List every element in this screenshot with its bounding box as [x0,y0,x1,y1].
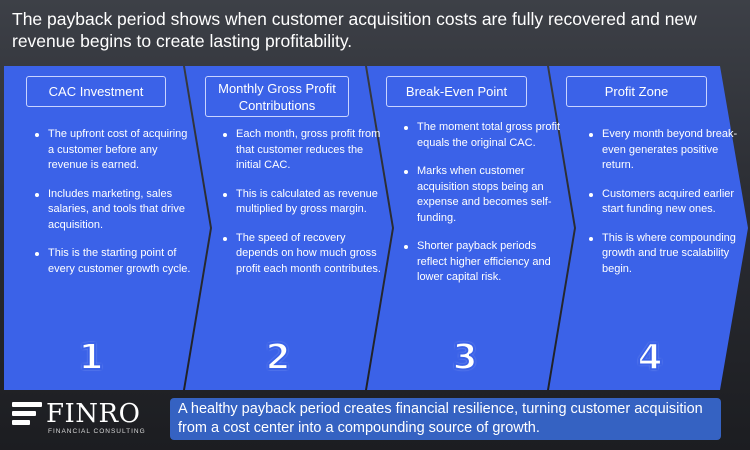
stage-1-bullet: Includes marketing, sales salaries, and … [35,187,196,234]
stage-4-bullet: This is where compounding growth and tru… [589,231,740,278]
headline: The payback period shows when customer a… [12,9,697,51]
finro-logo: FINRO FINANCIAL CONSULTING [8,398,158,442]
chevron-stage-4 [549,66,748,390]
chevron-stage-3 [367,66,574,390]
chevron-stage-1 [4,66,210,390]
stage-4-number: 4 [636,337,663,379]
stage-4-title: Profit Zone [566,76,707,107]
stage-3-bullet: Marks when customer acquisition stops be… [404,164,563,226]
stage-3-bullet: Shorter payback periods reflect higher e… [404,239,563,286]
stage-3-bullet: The moment total gross profit equals the… [404,120,563,151]
stage-3-title: Break-Even Point [386,76,527,107]
stage-2-title: Monthly Gross Profit Contributions [205,76,349,117]
stage-1-title: CAC Investment [26,76,166,107]
stage-1-bullets: The upfront cost of acquiring a customer… [34,127,196,290]
logo-tagline: FINANCIAL CONSULTING [48,428,146,435]
footer-callout: A healthy payback period creates financi… [170,398,721,440]
stage-3-bullets: The moment total gross profit equals the… [403,120,563,299]
stage-2-bullet: Each month, gross profit from that custo… [223,127,381,174]
stage-1-bullet: This is the starting point of every cust… [35,246,196,277]
stage-4-bullets: Every month beyond break-even generates … [588,127,740,290]
logo-name: FINRO [46,399,141,429]
stage-2-bullet: The speed of recovery depends on how muc… [223,231,381,278]
stage-2-bullets: Each month, gross profit from that custo… [222,127,381,290]
stage-4-bullet: Customers acquired earlier start funding… [589,187,740,218]
chevron-stage-2 [185,66,392,390]
stage-2-number: 2 [264,337,291,379]
finro-logo-icon [12,402,42,426]
stage-3-number: 3 [451,337,478,379]
stage-1-bullet: The upfront cost of acquiring a customer… [35,127,196,174]
stage-1-number: 1 [77,337,104,379]
stage-2-bullet: This is calculated as revenue multiplied… [223,187,381,218]
stage-4-bullet: Every month beyond break-even generates … [589,127,740,174]
